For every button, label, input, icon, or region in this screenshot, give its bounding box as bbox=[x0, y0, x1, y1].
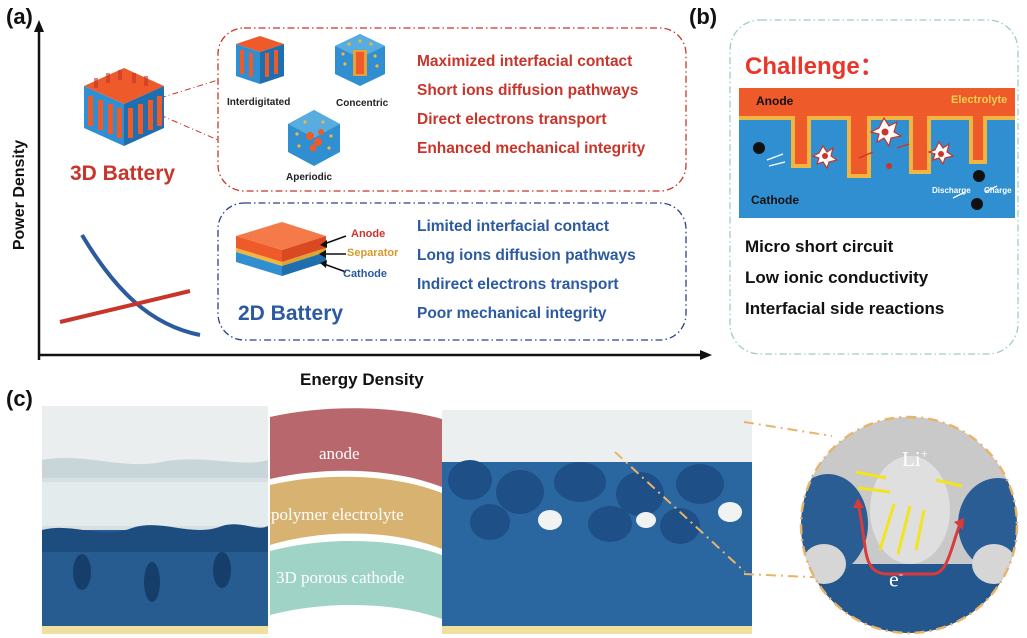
panel-b-label: (b) bbox=[689, 4, 718, 29]
challenge-item: Interfacial side reactions bbox=[745, 299, 945, 318]
planar-cell-render bbox=[42, 406, 268, 634]
limitation-item: Poor mechanical integrity bbox=[417, 305, 607, 322]
challenge-list: Micro short circuit Low ionic conductivi… bbox=[745, 231, 944, 324]
concentric-icon bbox=[335, 34, 385, 86]
layer-arrows bbox=[319, 235, 347, 273]
zoom-circle-render bbox=[799, 415, 1019, 635]
battery-3d-icon bbox=[84, 68, 164, 146]
electron-charge: - bbox=[898, 566, 904, 581]
ion-symbol: Li bbox=[902, 447, 921, 471]
aperiodic-icon bbox=[288, 110, 340, 166]
panel-c-label: (c) bbox=[6, 386, 33, 411]
band-label-cathode: 3D porous cathode bbox=[276, 568, 405, 587]
diagram-label-charge: Charge bbox=[984, 186, 1012, 195]
panel-a-axes bbox=[34, 20, 712, 360]
limitation-item: Indirect electrons transport bbox=[417, 276, 619, 293]
zoom-label-electron: e- bbox=[889, 566, 903, 592]
porous-cell-render bbox=[442, 410, 752, 634]
layer-bands bbox=[270, 408, 442, 619]
challenge-item: Low ionic conductivity bbox=[745, 268, 929, 287]
advantage-item: Enhanced mechanical integrity bbox=[417, 140, 646, 157]
panel-a-label: (a) bbox=[6, 4, 33, 29]
diagram-label-anode: Anode bbox=[756, 94, 794, 108]
layer-label-cathode: Cathode bbox=[343, 268, 387, 280]
y-axis-label: Power Density bbox=[11, 139, 28, 251]
band-label-electrolyte: polymer electrolyte bbox=[271, 505, 404, 524]
layer-label-separator: Separator bbox=[347, 247, 399, 259]
x-axis-label: Energy Density bbox=[300, 370, 424, 389]
band-label-anode: anode bbox=[319, 444, 360, 463]
panel-b-frame bbox=[729, 19, 1019, 355]
challenge-item: Micro short circuit bbox=[745, 237, 894, 256]
diagram-label-discharge: Discharge bbox=[932, 186, 971, 195]
battery-3d-title: 3D Battery bbox=[70, 162, 176, 185]
diagram-label-electrolyte: Electrolyte bbox=[951, 94, 1008, 106]
electron-symbol: e bbox=[889, 566, 899, 592]
ion-charge: + bbox=[920, 446, 929, 461]
arch-label-concentric: Concentric bbox=[336, 98, 389, 109]
advantages-list: Maximized interfacial contact Short ions… bbox=[417, 47, 645, 163]
interdigitated-icon bbox=[236, 36, 284, 84]
battery-2d-title: 2D Battery bbox=[238, 302, 344, 325]
interface-diagram bbox=[739, 88, 1015, 218]
limitations-list: Limited interfacial contact Long ions di… bbox=[417, 212, 636, 328]
challenge-title: Challenge： bbox=[745, 53, 884, 80]
zoom-label-ion: Li+ bbox=[902, 446, 928, 472]
diagram-label-cathode: Cathode bbox=[751, 193, 799, 207]
battery-2d-icon bbox=[236, 222, 326, 276]
limitation-item: Limited interfacial contact bbox=[417, 218, 610, 235]
arch-label-interdigitated: Interdigitated bbox=[227, 97, 291, 108]
advantage-item: Direct electrons transport bbox=[417, 111, 607, 128]
advantage-item: Maximized interfacial contact bbox=[417, 53, 633, 70]
arch-label-aperiodic: Aperiodic bbox=[286, 172, 333, 183]
advantage-item: Short ions diffusion pathways bbox=[417, 82, 639, 99]
limitation-item: Long ions diffusion pathways bbox=[417, 247, 636, 264]
layer-label-anode: Anode bbox=[351, 228, 386, 240]
